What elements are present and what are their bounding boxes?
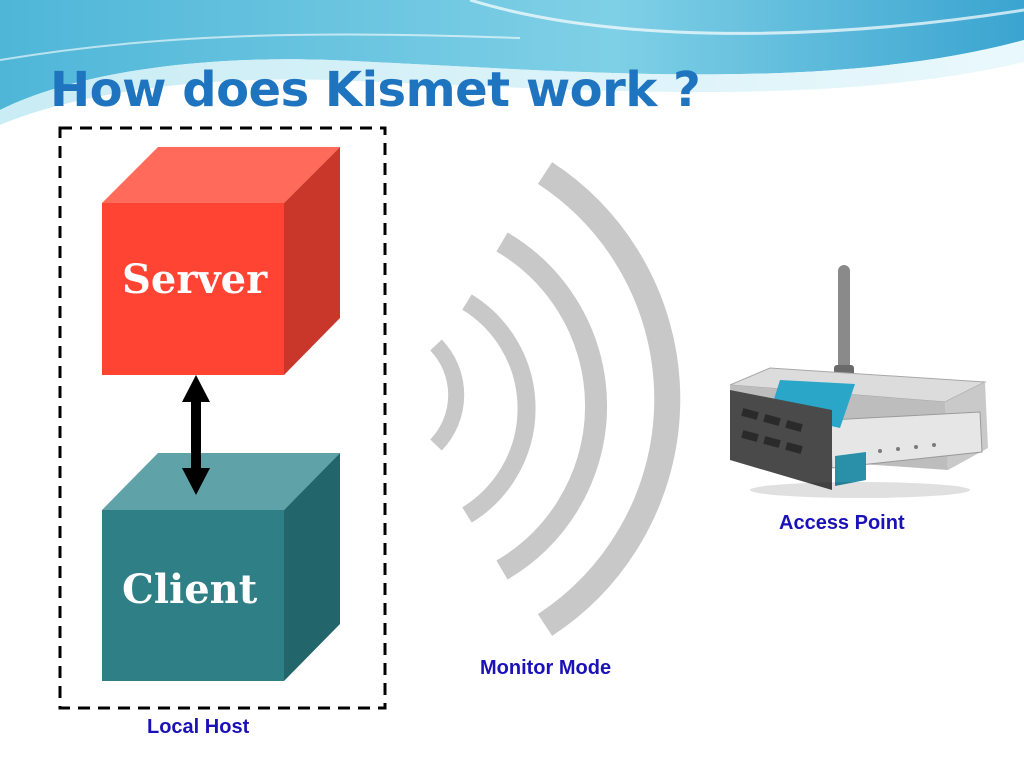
wifi-signal-icon [430,162,681,636]
client-cube [102,453,340,681]
header-swoosh [0,0,1024,125]
access-point-label: Access Point [779,512,905,534]
monitor-mode-label: Monitor Mode [480,657,612,679]
server-cube [102,147,340,375]
bidirectional-arrow-icon [182,375,210,495]
slide-title: How does Kismet work ? [50,62,701,118]
server-label: Server [122,256,268,303]
client-label: Client [122,566,258,613]
router-icon [729,265,988,498]
local-host-label: Local Host [147,716,250,738]
local-host-boundary [58,126,387,710]
